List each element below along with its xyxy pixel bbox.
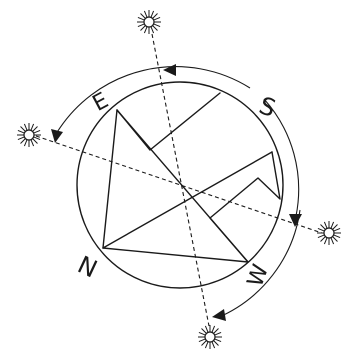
sun-ray bbox=[331, 238, 334, 244]
direction-south-label: S bbox=[255, 91, 279, 123]
sun-ray bbox=[202, 329, 207, 334]
direction-west-group: W bbox=[243, 261, 274, 290]
sun-ray bbox=[333, 237, 338, 242]
dashed-axis-vertical bbox=[152, 34, 209, 326]
sun-ray bbox=[138, 24, 144, 27]
arc-east-upper bbox=[56, 67, 250, 134]
sun-ray bbox=[151, 27, 154, 33]
sun-ray bbox=[34, 130, 40, 133]
sun-ray bbox=[212, 342, 215, 348]
sun-ray bbox=[212, 326, 215, 332]
sun-ray bbox=[214, 329, 219, 334]
direction-west-label: W bbox=[243, 261, 274, 290]
sun-ray bbox=[138, 17, 144, 20]
sun-top-icon bbox=[137, 10, 161, 34]
sun-ray bbox=[18, 137, 24, 140]
sun-ray bbox=[321, 237, 326, 242]
sun-ray bbox=[214, 341, 219, 346]
sun-ray bbox=[31, 124, 34, 130]
diagonal-line bbox=[103, 152, 272, 248]
direction-east-group: E bbox=[89, 88, 113, 117]
sun-ray bbox=[21, 127, 26, 132]
sun-ray bbox=[154, 24, 160, 27]
sun-core bbox=[205, 332, 215, 342]
sun-ray bbox=[141, 14, 146, 19]
sun-ray bbox=[31, 140, 34, 146]
sun-ray bbox=[331, 222, 334, 228]
sun-ray bbox=[144, 11, 147, 17]
sun-ray bbox=[199, 332, 205, 335]
sun-ray bbox=[333, 225, 338, 230]
sun-ray bbox=[215, 332, 221, 335]
arrowhead-left bbox=[51, 129, 63, 143]
sun-ray bbox=[199, 339, 205, 342]
sun-ray bbox=[153, 26, 158, 31]
sun-ray bbox=[321, 225, 326, 230]
sun-left-icon bbox=[17, 123, 41, 147]
sun-core bbox=[144, 17, 154, 27]
sun-ray bbox=[324, 222, 327, 228]
direction-south-group: S bbox=[255, 91, 279, 123]
sun-ray bbox=[141, 26, 146, 31]
sun-ray bbox=[144, 27, 147, 33]
sun-ray bbox=[151, 11, 154, 17]
sun-ray bbox=[202, 341, 207, 346]
sun-ray bbox=[334, 235, 340, 238]
dashed-axis-horizontal bbox=[36, 136, 322, 233]
sun-ray bbox=[154, 17, 160, 20]
sun-ray bbox=[215, 339, 221, 342]
sun-ray bbox=[33, 139, 38, 144]
sun-ray bbox=[205, 326, 208, 332]
direction-north-label: N bbox=[73, 251, 101, 284]
sun-ray bbox=[318, 228, 324, 231]
sun-ray bbox=[324, 238, 327, 244]
sun-ray bbox=[18, 130, 24, 133]
left-edge-line bbox=[103, 110, 117, 248]
sun-ray bbox=[24, 124, 27, 130]
direction-north-group: N bbox=[73, 251, 101, 284]
base-line bbox=[103, 248, 248, 262]
upper-wing bbox=[117, 93, 220, 150]
sun-ray bbox=[153, 14, 158, 19]
arrowhead-bottom bbox=[212, 309, 226, 321]
sun-ray bbox=[21, 139, 26, 144]
arrowhead-right bbox=[289, 214, 302, 227]
sun-ray bbox=[318, 235, 324, 238]
sun-core bbox=[324, 228, 334, 238]
sun-core bbox=[24, 130, 34, 140]
sun-ray bbox=[24, 140, 27, 146]
sun-ray bbox=[334, 228, 340, 231]
sun-bottom-icon bbox=[198, 325, 222, 349]
sun-right-icon bbox=[317, 221, 341, 245]
direction-east-label: E bbox=[89, 88, 113, 117]
sun-ray bbox=[205, 342, 208, 348]
arc-west-to-south bbox=[217, 210, 300, 318]
sun-ray bbox=[33, 127, 38, 132]
arrowhead-top bbox=[163, 64, 176, 76]
